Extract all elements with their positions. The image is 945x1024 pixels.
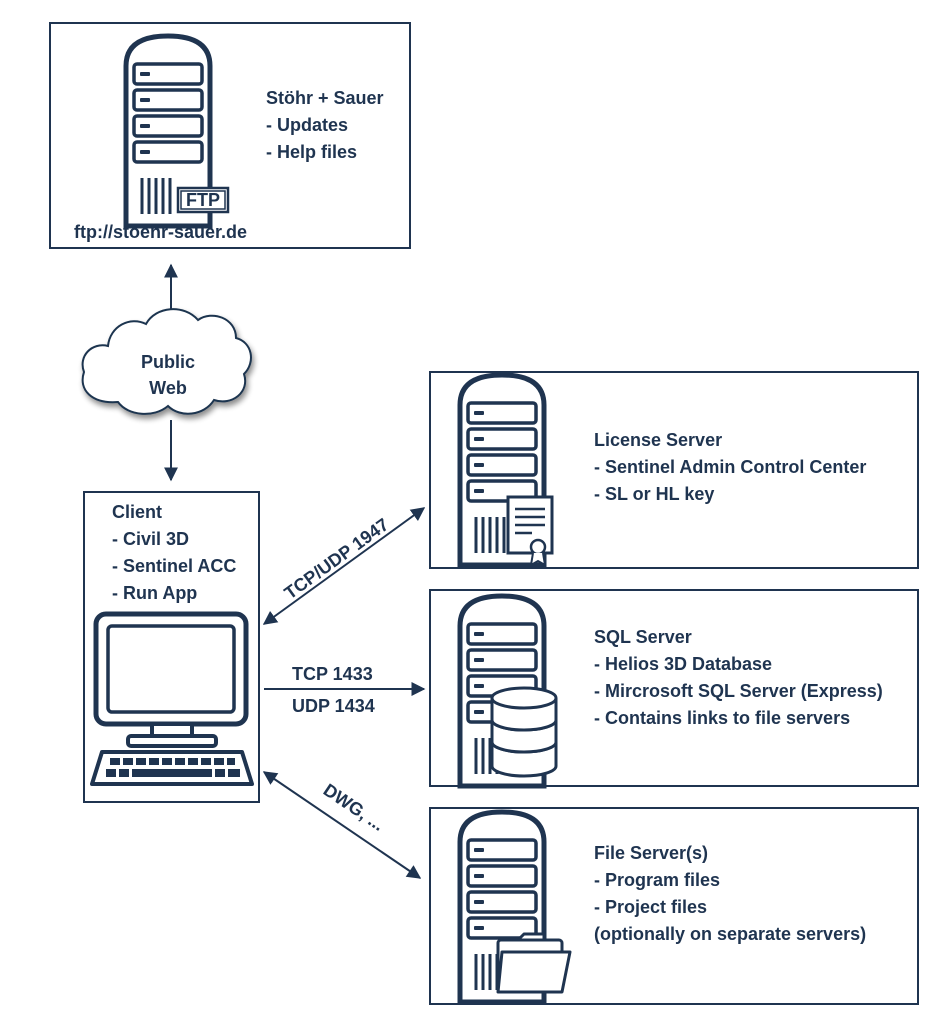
ftp-server-box: FTP Stöhr + Sauer - Updates - Help files… <box>49 22 411 249</box>
client-line-runapp: - Run App <box>112 583 197 603</box>
sql-connection-tcp-label: TCP 1433 <box>292 664 373 684</box>
folder-icon <box>496 932 572 994</box>
client-title: Client <box>112 502 162 522</box>
file-server-line-program: - Program files <box>594 870 720 890</box>
license-server-title: License Server <box>594 430 722 450</box>
file-server-title: File Server(s) <box>594 843 708 863</box>
ftp-server-title: Stöhr + Sauer <box>266 88 384 108</box>
ftp-server-icon: FTP <box>126 36 230 226</box>
file-server-box: File Server(s) - Program files - Project… <box>429 807 919 1005</box>
file-server-line-project: - Project files <box>594 897 707 917</box>
sql-server-icon <box>460 596 558 786</box>
sql-server-title: SQL Server <box>594 627 692 647</box>
sql-server-line-links: - Contains links to file servers <box>594 708 850 728</box>
license-server-line-key: - SL or HL key <box>594 484 714 504</box>
client-line-sentinel: - Sentinel ACC <box>112 556 236 576</box>
file-server-line-optional: (optionally on separate servers) <box>594 924 866 944</box>
client-box: Client - Civil 3D - Sentinel ACC - Run A… <box>83 491 260 803</box>
ftp-url: ftp://stoehr-sauer.de <box>74 222 247 242</box>
public-web-cloud-icon: Public Web <box>81 308 252 415</box>
license-server-box: License Server - Sentinel Admin Control … <box>429 371 919 569</box>
ftp-badge: FTP <box>186 190 220 210</box>
sql-server-line-helios: - Helios 3D Database <box>594 654 772 674</box>
ftp-server-line-help: - Help files <box>266 142 357 162</box>
ftp-server-line-updates: - Updates <box>266 115 348 135</box>
sql-server-line-mssql: - Mircrosoft SQL Server (Express) <box>594 681 883 701</box>
sql-connection-udp-label: UDP 1434 <box>292 696 375 716</box>
license-server-icon <box>460 375 554 565</box>
client-line-civil3d: - Civil 3D <box>112 529 189 549</box>
file-connection-arrow <box>262 771 422 879</box>
license-server-line-sentinel: - Sentinel Admin Control Center <box>594 457 866 477</box>
cloud-label-line2: Web <box>149 378 187 398</box>
computer-icon <box>90 611 254 786</box>
file-server-icon <box>460 812 572 1002</box>
sql-server-box: SQL Server - Helios 3D Database - Mircro… <box>429 589 919 786</box>
license-connection-arrow <box>262 507 426 625</box>
cloud-label-line1: Public <box>141 352 195 372</box>
license-connection-label: TCP/UDP 1947 <box>281 514 393 603</box>
file-connection-label: DWG, ... <box>320 780 388 835</box>
